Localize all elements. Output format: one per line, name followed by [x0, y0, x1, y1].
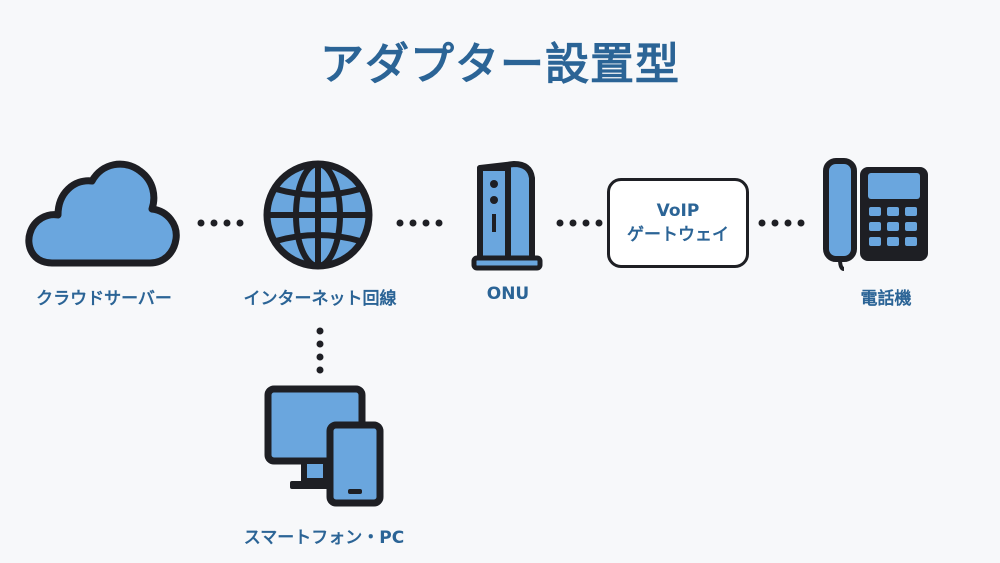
- globe-icon: [263, 160, 373, 270]
- connector-dots: [556, 219, 603, 227]
- desk-phone-icon: [823, 158, 928, 271]
- telephone-label: 電話機: [860, 289, 912, 309]
- onu-label: ONU: [486, 284, 530, 304]
- connector-dots-vertical: [316, 327, 324, 374]
- smartphone-pc-label: スマートフォン・PC: [243, 528, 405, 548]
- cloud-server-label: クラウドサーバー: [36, 289, 172, 309]
- connector-dots: [197, 219, 244, 227]
- voip-gateway-line2: ゲートウェイ: [627, 225, 729, 245]
- connector-dots: [396, 219, 443, 227]
- onu-device-icon: [471, 161, 543, 271]
- voip-gateway-box: VoIP ゲートウェイ: [607, 178, 749, 268]
- page-title: アダプター設置型: [320, 39, 680, 90]
- connector-dots: [758, 219, 805, 227]
- cloud-icon: [25, 160, 180, 267]
- voip-gateway-line1: VoIP: [656, 201, 700, 221]
- internet-line-label: インターネット回線: [243, 289, 397, 309]
- monitor-smartphone-icon: [264, 385, 384, 507]
